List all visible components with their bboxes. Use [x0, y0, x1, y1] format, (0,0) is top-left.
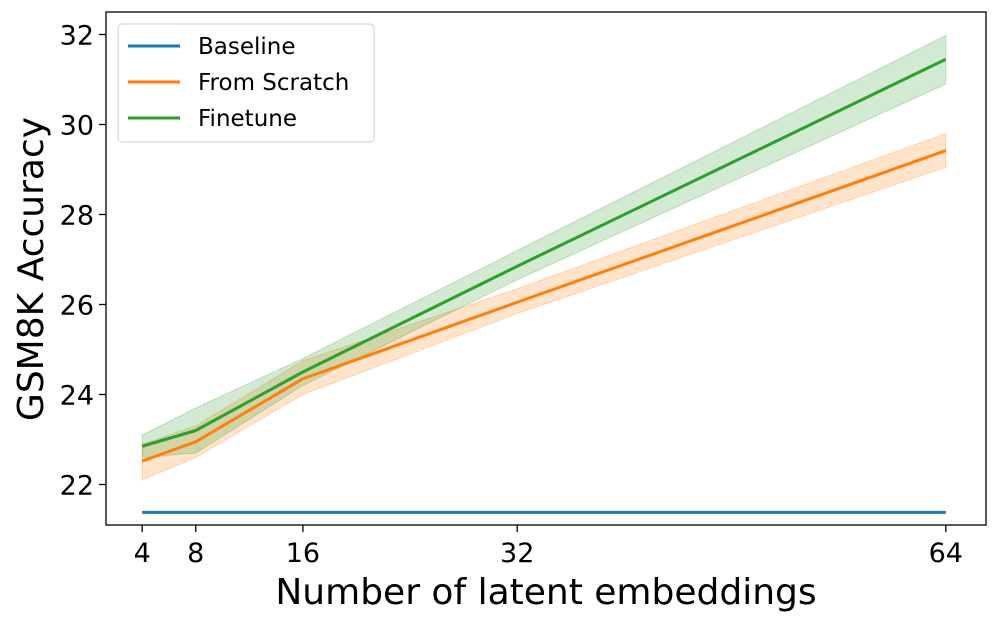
x-tick-label: 32: [500, 538, 534, 569]
point-finetune: [301, 371, 304, 374]
y-tick-label: 22: [60, 471, 94, 502]
y-axis-ticks: 22 24 26 28 30 32: [60, 21, 106, 502]
x-tick-label: 16: [286, 538, 320, 569]
point-finetune: [944, 58, 947, 61]
x-tick-label: 8: [187, 538, 204, 569]
point-from-scratch: [141, 460, 144, 463]
point-finetune: [194, 429, 197, 432]
point-finetune: [141, 445, 144, 448]
point-from-scratch: [194, 440, 197, 443]
legend-box: [117, 23, 375, 143]
x-axis-label: Number of latent embeddings: [275, 572, 816, 613]
series-lines: [141, 57, 947, 514]
legend-label-finetune: Finetune: [198, 106, 297, 132]
point-baseline: [944, 511, 947, 514]
legend-label-from-scratch: From Scratch: [198, 70, 349, 96]
y-tick-label: 26: [60, 291, 94, 322]
point-from-scratch: [516, 301, 519, 304]
line-finetune: [141, 57, 947, 448]
point-baseline: [141, 511, 144, 514]
point-from-scratch: [944, 149, 947, 152]
band-from-scratch: [141, 132, 947, 481]
point-baseline: [516, 511, 519, 514]
y-tick-label: 24: [60, 381, 94, 412]
point-baseline: [301, 511, 304, 514]
point-baseline: [194, 511, 197, 514]
x-tick-label: 64: [929, 538, 963, 569]
y-tick-label: 32: [60, 21, 94, 52]
x-axis-ticks: 4 8 16 32 64: [134, 525, 963, 569]
x-tick-label: 4: [134, 538, 151, 569]
legend-label-baseline: Baseline: [198, 34, 296, 60]
y-axis-label: GSM8K Accuracy: [11, 117, 52, 421]
point-from-scratch: [301, 377, 304, 380]
line-from-scratch: [141, 149, 947, 463]
y-tick-label: 30: [60, 111, 94, 142]
plot-frame: [105, 11, 987, 526]
y-tick-label: 28: [60, 201, 94, 232]
point-finetune: [516, 265, 519, 268]
